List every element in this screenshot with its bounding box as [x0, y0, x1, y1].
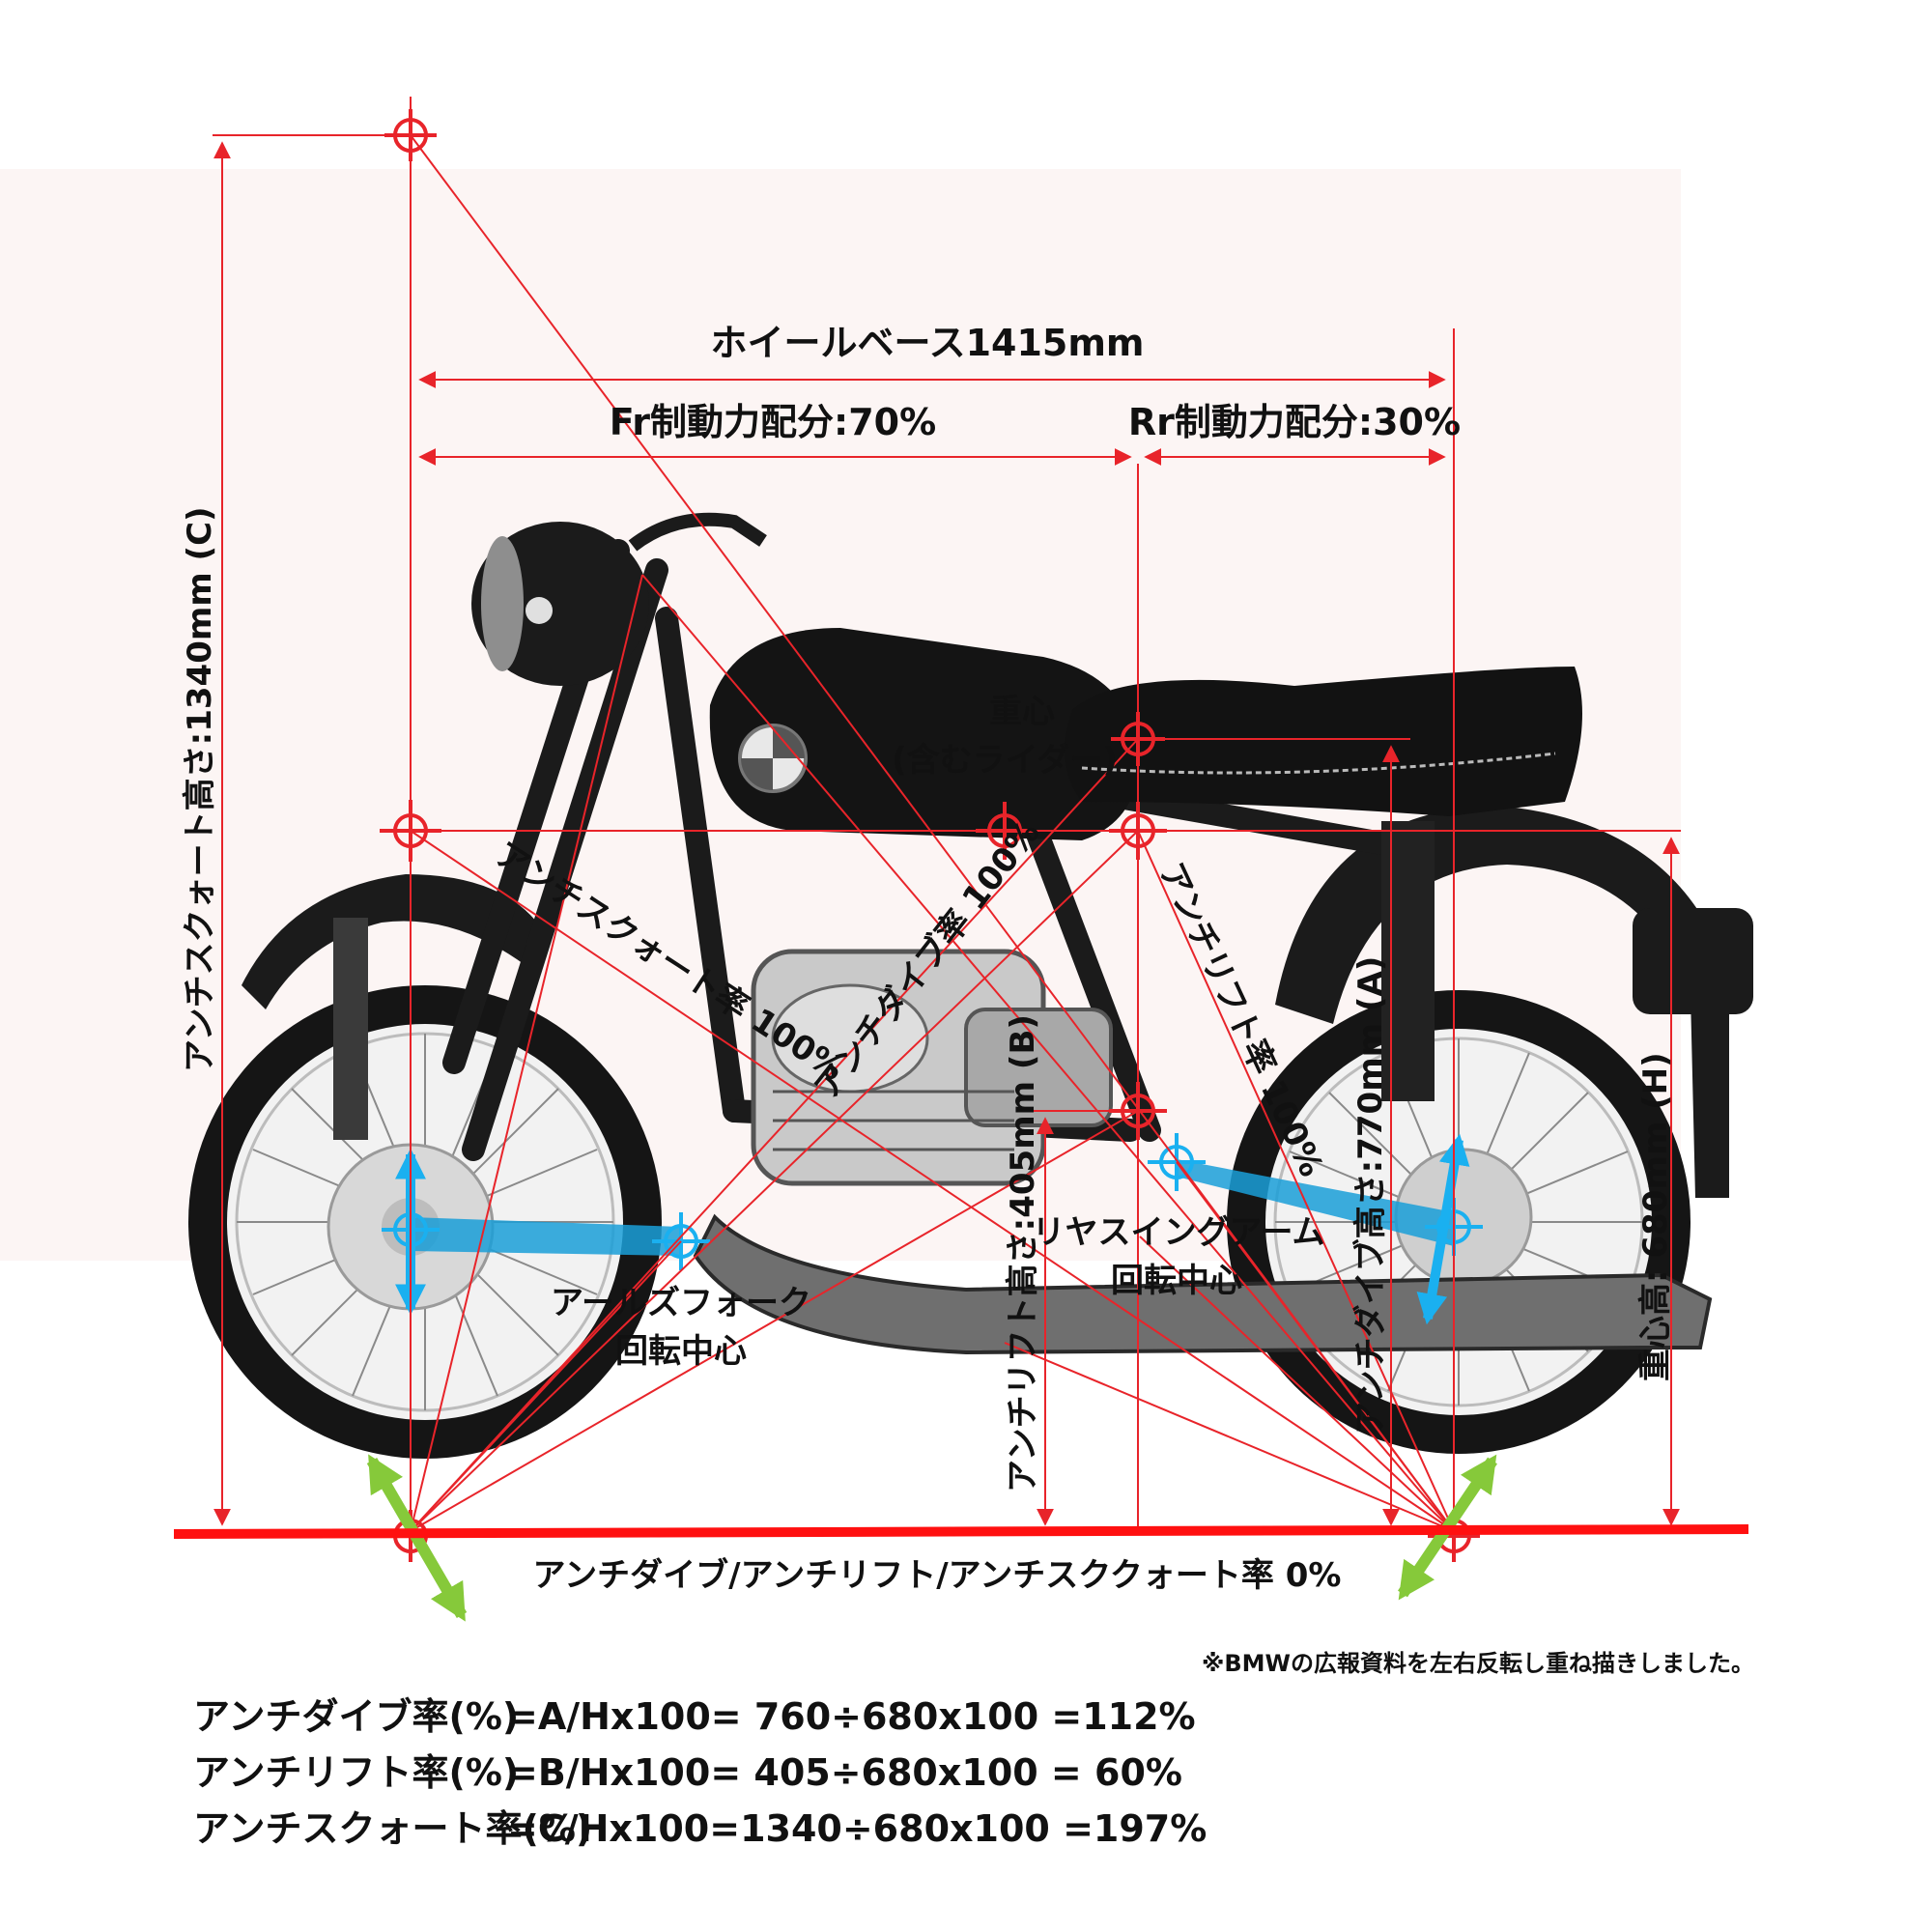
formula-antidive-name: アンチダイブ率(%)	[193, 1695, 519, 1738]
front-pivot-point	[380, 800, 441, 862]
formula-block: アンチダイブ率(%) =A/Hx100= 760÷680x100 =112% ア…	[193, 1695, 1207, 1850]
fr-brake-label: Fr制動力配分:70%	[610, 401, 936, 443]
antisquat-height-label: アンチスクォート高さ:1340mm (C)	[181, 506, 219, 1072]
antisquat-top-point	[384, 109, 437, 161]
front-shock	[333, 918, 368, 1140]
antidive-point	[1109, 802, 1167, 860]
geometry-lines	[213, 97, 1681, 1555]
wheelbase-label: ホイールベース1415mm	[710, 322, 1144, 364]
swingarm-label-line2: 回転中心	[1111, 1262, 1242, 1300]
antilift-point	[1109, 1082, 1167, 1140]
zero-rate-label: アンチダイブ/アンチリフト/アンチスククォート率 0%	[533, 1556, 1342, 1595]
formula-antisquat-expr: =C/Hx100=1340÷680x100 =197%	[507, 1807, 1207, 1850]
swingarm-label-line1: リヤスイングアーム	[1033, 1213, 1325, 1252]
cog-height-label: 重心高: 680mm (H)	[1636, 1052, 1675, 1381]
tail-light	[1633, 908, 1753, 1014]
formula-antilift-expr: =B/Hx100= 405÷680x100 = 60%	[507, 1751, 1182, 1794]
cog-height-point	[976, 802, 1034, 860]
cog-label-line1: 重心	[989, 693, 1055, 731]
source-note: ※BMWの広報資料を左右反転し重ね描きしました。	[1202, 1650, 1754, 1677]
cog-point	[1111, 712, 1165, 766]
earles-fork-arm	[411, 1217, 681, 1256]
antilift-height-label: アンチリフト高さ:405mm (B)	[1004, 1014, 1042, 1492]
rr-brake-label: Rr制動力配分:30%	[1128, 401, 1461, 443]
dimension-arrows	[213, 141, 1680, 1526]
front-fender	[242, 874, 541, 1009]
formula-antidive-expr: =A/Hx100= 760÷680x100 =112%	[507, 1695, 1196, 1738]
earles-label-line2: 回転中心	[615, 1332, 747, 1371]
formula-antilift-name: アンチリフト率(%)	[193, 1751, 519, 1794]
cog-label-line2: (含むライダー)	[892, 741, 1118, 780]
formula-antisquat-name: アンチスクォート率(%)	[193, 1807, 592, 1850]
earles-label-line1: アールズフォーク	[551, 1284, 811, 1322]
ground-line	[173, 1524, 1749, 1539]
seat	[1065, 667, 1582, 816]
antidive-height-label: アンチダイブ高さ:770mm (A)	[1351, 956, 1390, 1435]
